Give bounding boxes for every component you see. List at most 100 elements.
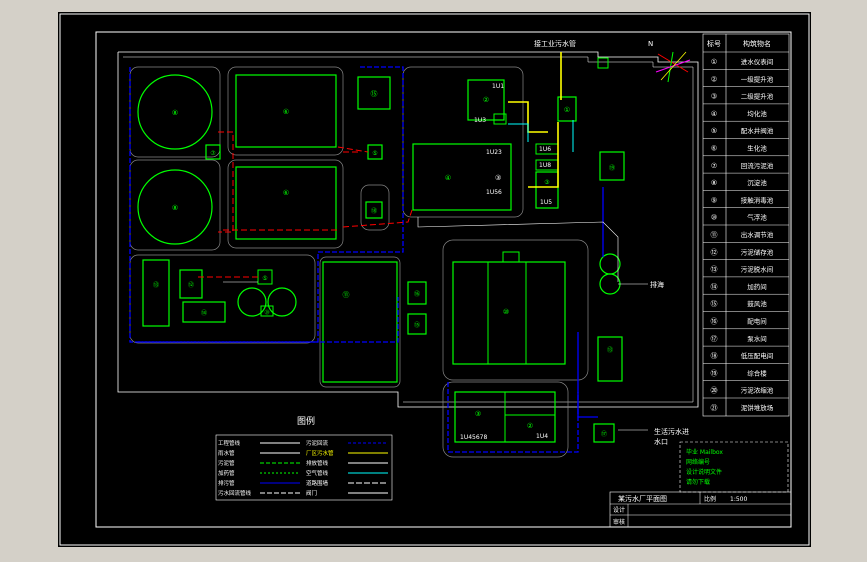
table-row-no: ⑯ xyxy=(711,318,718,326)
unit-label-1u56: 1U56 xyxy=(486,189,502,196)
table-row-name: 低压配电间 xyxy=(741,351,774,360)
tank-equalization-label: ④ xyxy=(445,174,451,182)
table-row-name: 污泥脱水间 xyxy=(741,265,774,274)
tank-blower-2-label: ⑯ xyxy=(414,290,420,298)
table-row-name: 回流污泥池 xyxy=(741,161,774,170)
table-row-name: 一级提升池 xyxy=(741,74,774,83)
legend-items: 工程管线雨水管污泥管加药管排污管污水回流管线污泥回流厂区污水管排放管线空气管线道… xyxy=(218,439,388,497)
table-row-no: ⑥ xyxy=(711,145,717,153)
site-plan-drawing: ⑧ ⑧ ⑥ ⑥ ⑮ ⑱ ⑤ ⑦ ④ 1U23 1U56 ③ ② 1U1 1U3 … xyxy=(59,13,810,546)
table-row-name: 污泥储存池 xyxy=(741,247,774,256)
cyan-pipes xyxy=(508,120,574,152)
tank-blower-3 xyxy=(407,313,427,335)
small-block xyxy=(360,184,390,231)
tank-lift-1-label: ② xyxy=(483,96,489,104)
legend-box xyxy=(215,434,393,501)
table-header-name: 构筑物名 xyxy=(743,39,771,48)
table-row-name: 加药间 xyxy=(747,282,767,291)
table-row-no: ⑨ xyxy=(711,196,717,204)
legend-item-label: 排放管线 xyxy=(306,459,329,467)
north-label: N xyxy=(648,40,653,48)
table-header-no: 标号 xyxy=(707,39,721,48)
block-f xyxy=(442,239,589,381)
stamp-line-4: 请勿下载 xyxy=(686,478,710,486)
table-row-no: ⑳ xyxy=(711,387,718,395)
legend-item-label: 厂区污水管 xyxy=(306,449,334,457)
legend-item-label: 污水回流管线 xyxy=(218,489,252,497)
tank-blower-2 xyxy=(407,281,427,305)
table-row-no: ⑦ xyxy=(711,162,717,170)
tank-chemical xyxy=(182,301,226,323)
unit-label-1u8: 1U8 xyxy=(539,162,551,169)
table-row-no: ⑱ xyxy=(711,352,718,360)
thickener-2 xyxy=(267,287,297,317)
thickener-valve-label: ⑳ xyxy=(264,309,269,316)
legend-item-label: 排污管 xyxy=(218,479,235,487)
table-row-no: ⑬ xyxy=(711,266,718,274)
north-arrow-icon: N xyxy=(648,40,691,83)
legend-item-label: 空气管线 xyxy=(306,469,329,477)
pump-circle-2 xyxy=(599,273,621,295)
table-row-no: ⑤ xyxy=(711,127,717,135)
small-box-1 xyxy=(493,113,507,125)
table-row-name: 均化池 xyxy=(747,109,767,118)
stamp-line-1: 毕业 Mailbox xyxy=(686,448,723,456)
tank-rect-1 xyxy=(235,74,337,148)
legend-item-label: 道路围墙 xyxy=(306,479,329,487)
block-outflow xyxy=(319,256,401,388)
block-g xyxy=(442,381,569,458)
inner-frame xyxy=(95,31,792,528)
unit-label-1u45678: 1U45678 xyxy=(460,434,487,441)
title-row-2: 设计 xyxy=(613,506,625,514)
table-row-no: ⑲ xyxy=(711,369,718,377)
road-line xyxy=(123,56,694,403)
table-row-name: 气浮池 xyxy=(747,213,767,222)
block-c xyxy=(227,66,344,156)
table-row-name: 泥饼堆放场 xyxy=(741,403,774,412)
table-row-no: ③ xyxy=(711,93,717,101)
legend-title: 图例 xyxy=(297,415,315,427)
table-row-no: ⑰ xyxy=(711,335,718,343)
sludge-well-label: ⑦ xyxy=(210,150,216,157)
tank-circle-2-label: ⑧ xyxy=(172,204,178,212)
unit-label-1u3: 1U3 xyxy=(474,117,486,124)
legend-item-label: 阀门 xyxy=(306,489,317,497)
block-d xyxy=(227,159,344,249)
table-row-name: 二级提升池 xyxy=(741,92,774,101)
tank-circle-1-label: ⑧ xyxy=(172,109,178,117)
unit-box-10-num: ③ xyxy=(544,179,549,186)
valve-well-label: ⑤ xyxy=(372,150,377,157)
tank-outflow xyxy=(322,261,398,383)
legend-item-label: 污泥回流 xyxy=(306,439,329,447)
inlet-valve xyxy=(597,57,609,69)
tank-bottom-label-2: ② xyxy=(527,422,533,430)
unit-label-1u6: 1U6 xyxy=(539,146,551,153)
legend-item-label: 雨水管 xyxy=(218,449,235,457)
sludge-well xyxy=(205,144,221,160)
table-row-name: 配水井阀池 xyxy=(741,126,774,135)
tank-blower xyxy=(357,76,391,110)
table-row-no: ⑫ xyxy=(711,248,718,256)
outer-frame xyxy=(59,13,810,546)
table-row-no: ⑩ xyxy=(711,214,717,222)
tank-circle-1 xyxy=(137,74,213,150)
title-row-3: 审核 xyxy=(613,518,625,526)
tank-bottom-label-1: ③ xyxy=(475,410,481,418)
stamp-line-2: 网络编号 xyxy=(686,458,710,466)
tank-lowvolt xyxy=(597,336,623,382)
table-row-name: 进水仪表间 xyxy=(741,57,774,66)
inlet-room-label: ① xyxy=(564,106,570,114)
tank-aux-label: ⑲ xyxy=(609,164,615,172)
table-row-no: ㉑ xyxy=(711,404,718,412)
table-row-name: 接触消毒池 xyxy=(741,195,774,204)
tank-rect-1-label: ⑥ xyxy=(283,108,289,116)
tank-sludge-dewater-label: ⑬ xyxy=(153,281,159,289)
site-boundary xyxy=(117,51,699,408)
unit-label-1u23: 1U23 xyxy=(486,149,502,156)
tank-small-label: ⑱ xyxy=(371,207,377,215)
tank-lowvolt-label: ⑬ xyxy=(607,346,613,354)
tank-blower-label: ⑮ xyxy=(371,90,378,98)
tank-rect-2-label: ⑥ xyxy=(283,189,289,197)
tank-small xyxy=(365,201,383,219)
